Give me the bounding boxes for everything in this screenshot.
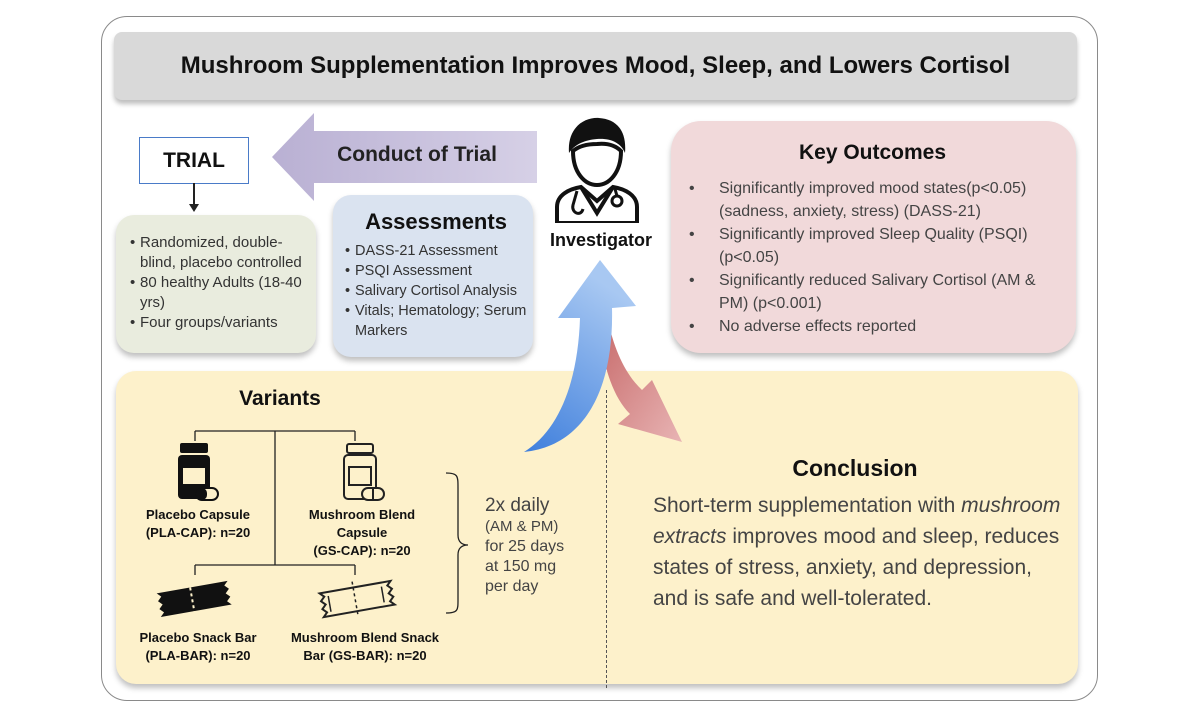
outcome-item: Significantly improved mood states(p<0.0… (687, 177, 1058, 223)
capsule-bottle-filled-icon (178, 443, 219, 501)
variant-name: Placebo Capsule (145, 507, 251, 522)
assessment-item: PSQI Assessment (345, 261, 527, 281)
dose-line: for 25 days (485, 538, 565, 555)
outcome-item: No adverse effects reported (687, 315, 1058, 338)
dose-line: at 150 mg (485, 558, 557, 575)
dose-line: 2x daily (485, 495, 550, 516)
variant-label-gs-cap: Mushroom Blend Capsule (GS-CAP): n=20 (282, 506, 442, 560)
trial-connector-arrowhead (189, 204, 199, 212)
variant-name: Mushroom Blend Snack (290, 630, 440, 645)
design-item: Four groups/variants (130, 313, 308, 333)
snack-bar-filled-icon (156, 580, 232, 618)
trial-box: TRIAL (139, 137, 249, 184)
conclusion-text-start: Short-term supplementation with (653, 494, 962, 517)
investigator-up-arrow (524, 260, 636, 452)
bottom-panel (116, 371, 1078, 684)
conclusion-text-end: improves mood and sleep, reduces states … (653, 525, 1060, 610)
design-item: 80 healthy Adults (18-40 yrs) (130, 273, 308, 313)
conclusion-text-emphasis: mushroom extracts (653, 494, 1061, 548)
design-item: Randomized, double-blind, placebo contro… (130, 233, 308, 273)
trial-design-box: Randomized, double-blind, placebo contro… (116, 215, 316, 353)
variant-label-pla-bar: Placebo Snack Bar (PLA-BAR): n=20 (128, 629, 268, 665)
variant-label-pla-cap: Placebo Capsule (PLA-CAP): n=20 (128, 506, 268, 542)
assessment-item: Salivary Cortisol Analysis (345, 281, 527, 301)
assessment-item: DASS-21 Assessment (345, 241, 527, 261)
capsule-bottle-outline-icon (343, 443, 385, 501)
dashed-divider (606, 390, 607, 688)
assessments-box: Assessments DASS-21 Assessment PSQI Asse… (333, 195, 533, 357)
variant-code: (PLA-CAP): n=20 (145, 525, 251, 540)
dose-line: (AM & PM) (485, 518, 559, 535)
trial-connector-line (193, 183, 195, 206)
variant-name: Placebo Snack Bar (139, 630, 257, 645)
conclusion-arrow (600, 320, 682, 442)
conduct-of-trial-label: Conduct of Trial (337, 143, 497, 166)
page-title: Mushroom Supplementation Improves Mood, … (180, 52, 1011, 79)
investigator-label: Investigator (549, 230, 653, 250)
assessment-item: Vitals; Hematology; Serum Markers (345, 301, 527, 341)
key-outcomes-title: Key Outcomes (798, 141, 947, 164)
title-bar: Mushroom Supplementation Improves Mood, … (114, 32, 1077, 100)
variants-title: Variants (239, 387, 321, 410)
trial-label: TRIAL (163, 148, 225, 172)
doctor-icon (555, 117, 639, 223)
outcome-item: Significantly reduced Salivary Cortisol … (687, 269, 1058, 315)
conduct-arrow (272, 113, 537, 201)
outcome-item: Significantly improved Sleep Quality (PS… (687, 223, 1058, 269)
dose-description: 2x daily (AM & PM) for 25 days at 150 mg… (485, 495, 585, 597)
variant-code: (GS-CAP): n=20 (313, 543, 411, 558)
conclusion-text: Short-term supplementation with mushroom… (653, 490, 1063, 614)
assessments-title: Assessments (365, 209, 507, 234)
conclusion-title: Conclusion (792, 455, 918, 481)
key-outcomes-box: Key Outcomes Significantly improved mood… (671, 121, 1076, 353)
variant-name: Mushroom Blend Capsule (308, 507, 416, 540)
variant-label-gs-bar: Mushroom Blend Snack Bar (GS-BAR): n=20 (285, 629, 445, 665)
snack-bar-outline-icon (317, 579, 398, 619)
variant-code: Bar (GS-BAR): n=20 (303, 648, 427, 663)
variant-code: (PLA-BAR): n=20 (145, 648, 251, 663)
dose-line: per day (485, 578, 539, 595)
